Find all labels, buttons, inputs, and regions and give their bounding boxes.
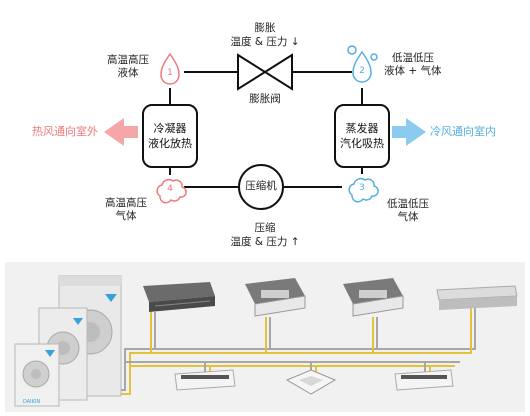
point-4-gas-cloud-icon <box>156 178 187 204</box>
indoor-ducted-unit-2 <box>436 285 518 310</box>
point-2-number: 2 <box>359 66 365 76</box>
point-1-number: 1 <box>167 68 173 78</box>
indoor-ducted-unit-1 <box>143 282 215 312</box>
point-4-label: 高温高压 气体 <box>96 197 156 223</box>
indoor-4way-cassette-unit <box>285 369 337 395</box>
condenser-box: 冷凝器 液化放热 <box>142 104 198 168</box>
refrigerant-piping <box>118 300 476 395</box>
point-3-label-line2: 气体 <box>397 211 419 223</box>
cool-air-label: 冷风通向室内 <box>430 125 496 138</box>
evaporator-subtitle: 汽化吸热 <box>340 137 384 150</box>
indoor-cassette-unit-2 <box>343 278 404 317</box>
point-1-label: 高温高压 液体 <box>98 54 158 80</box>
expansion-label: 膨胀 <box>254 22 276 34</box>
point-3-number: 3 <box>359 183 365 193</box>
point-2-liquid-gas-icon <box>347 45 378 83</box>
refrigeration-cycle-diagram <box>104 45 426 210</box>
compressor-symbol <box>238 164 284 210</box>
condenser-title: 冷凝器 <box>153 122 187 135</box>
point-4-number: 4 <box>167 184 173 194</box>
indoor-wall-unit-1 <box>174 369 236 391</box>
expansion-valve-symbol <box>237 53 293 91</box>
evaporator-box: 蒸发器 汽化吸热 <box>334 104 390 168</box>
condenser-subtitle: 液化放热 <box>148 137 192 150</box>
point-4-label-line2: 气体 <box>115 210 137 222</box>
refrigerant-pipes <box>169 71 363 188</box>
point-1-label-line1: 高温高压 <box>107 54 149 66</box>
expansion-temp-pressure: 温度 & 压力 ↓ <box>230 36 300 48</box>
point-4-label-line1: 高温高压 <box>105 197 147 209</box>
point-1-label-line2: 液体 <box>117 67 139 79</box>
point-3-label-line1: 低温低压 <box>387 198 429 210</box>
vrv-system-svg: DAIKIN <box>14 275 518 407</box>
point-3-label: 低温低压 气体 <box>378 198 438 224</box>
expansion-valve-label: 膨胀阀 <box>249 93 281 105</box>
point-1-liquid-drop-icon <box>160 52 180 85</box>
point-3-gas-cloud-icon <box>348 177 379 203</box>
indoor-cassette-unit-1 <box>245 278 306 317</box>
compressor-label: 压缩机 <box>245 180 277 192</box>
warm-air-label: 热风通向室外 <box>32 125 98 138</box>
indoor-wall-unit-2 <box>394 369 454 391</box>
evaporator-title: 蒸发器 <box>345 122 379 135</box>
outdoor-unit-small <box>14 343 60 407</box>
point-2-label-line2: 液体 + 气体 <box>384 65 442 77</box>
cool-air-arrow-icon <box>392 118 426 146</box>
point-2-label-line1: 低温低压 <box>392 52 434 64</box>
warm-air-arrow-icon <box>104 118 138 146</box>
vrv-system-illustration: DAIKIN <box>5 262 525 412</box>
outdoor-brand-text: DAIKIN <box>23 399 40 405</box>
compression-temp-pressure: 温度 & 压力 ↑ <box>230 236 300 248</box>
compression-label: 压缩 <box>254 222 276 234</box>
point-2-label: 低温低压 液体 + 气体 <box>384 52 441 78</box>
